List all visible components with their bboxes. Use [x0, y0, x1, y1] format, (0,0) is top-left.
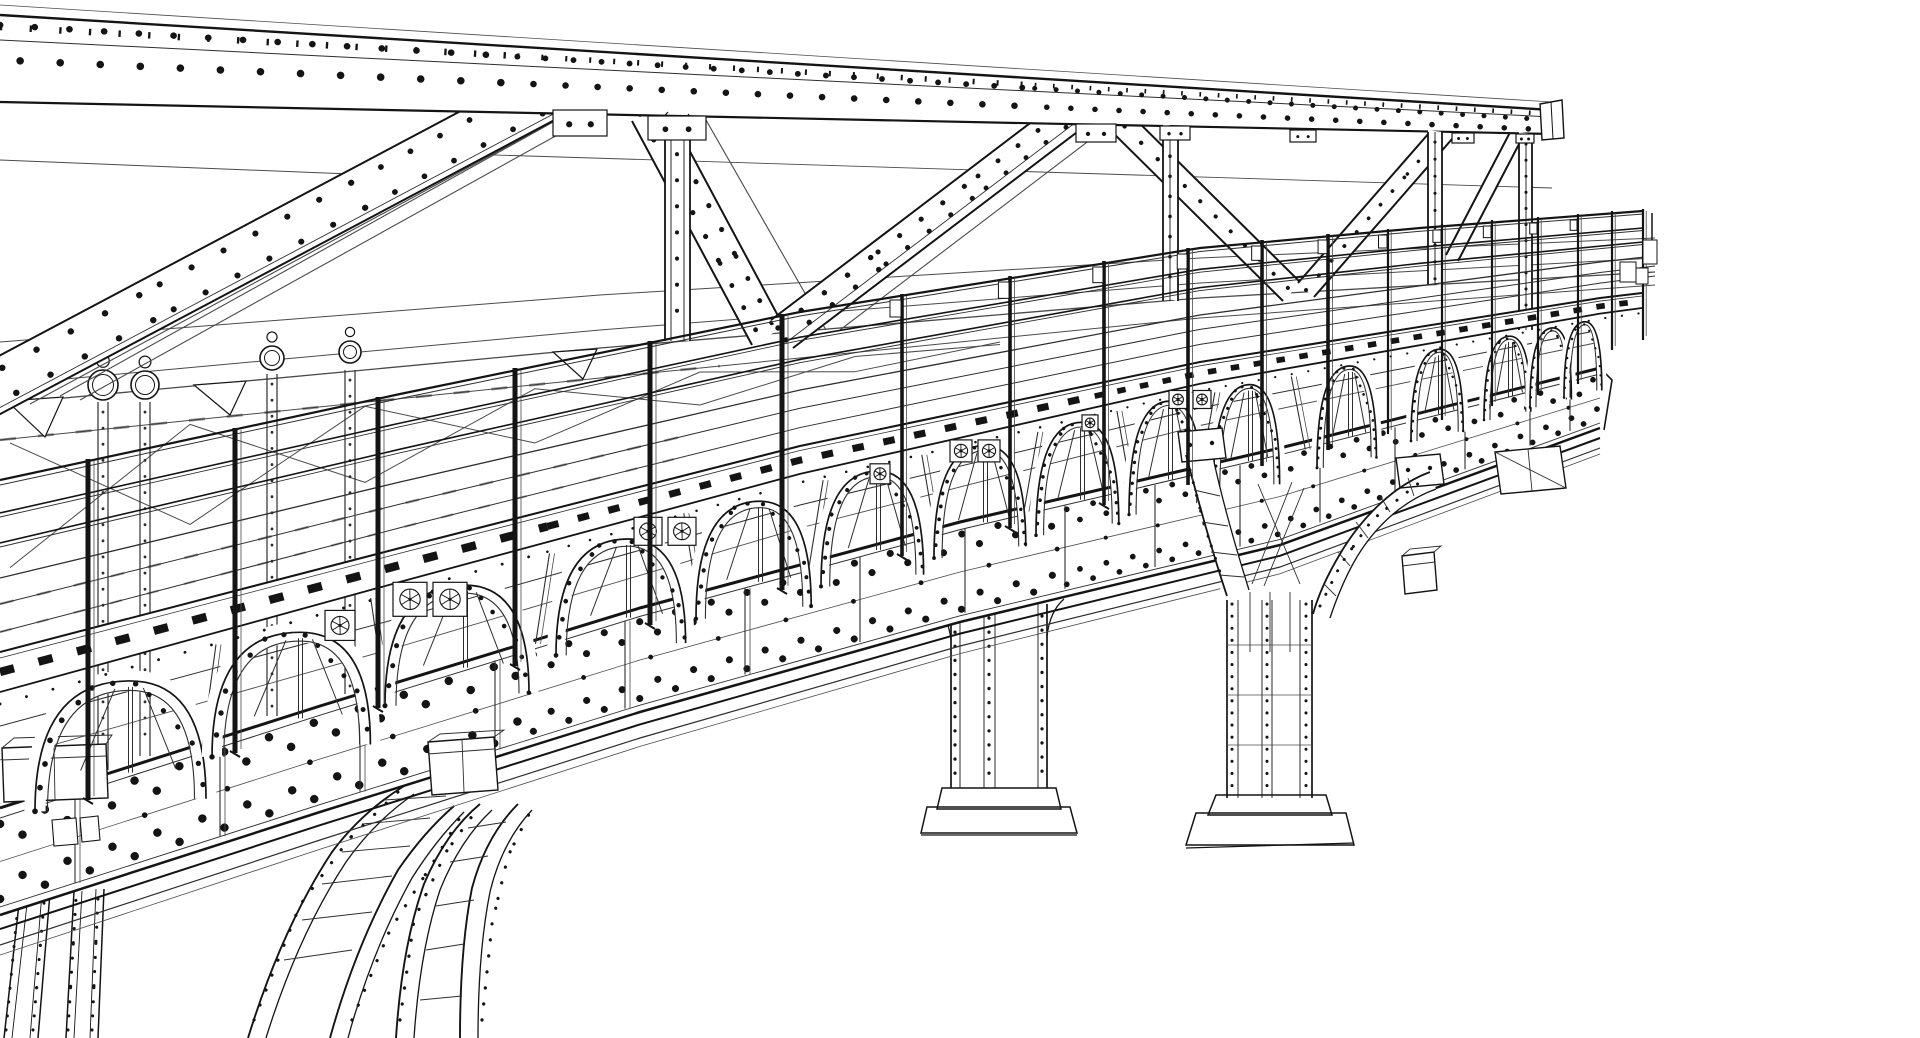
spandrel-strut [1290, 376, 1306, 450]
spandrel-strut [808, 480, 824, 567]
post-top-plate [1569, 219, 1578, 231]
portal-arch-band [330, 806, 464, 1038]
gusset-triangle [5, 396, 64, 439]
truss-diagonal [0, 70, 562, 415]
x-brace [364, 405, 536, 444]
column-ring-motif [259, 345, 285, 371]
chord-gusset [1451, 132, 1475, 144]
console-brackets [24, 317, 1607, 815]
section-cut-box [1401, 551, 1438, 595]
post-top-plate [1432, 229, 1442, 243]
main-truss [0, 4, 1565, 416]
top-chord [0, 15, 1552, 134]
post-top-plate [889, 299, 902, 318]
left-bent-column-line [97, 888, 105, 1038]
x-brace [699, 356, 856, 406]
cornice-rivet-dashes [0, 298, 1644, 706]
far-truss-member [29, 117, 561, 405]
left-bent-column-line [37, 892, 51, 1038]
post-top-plate [1176, 253, 1188, 270]
portal-arch-band [396, 804, 492, 1038]
chord-gusset [1289, 129, 1317, 143]
rosette-base-plates [324, 389, 1212, 642]
left-bent-column-line [65, 890, 75, 1038]
far-truss-member [79, 102, 616, 401]
chord-gusset [552, 109, 608, 137]
pier-near [1177, 427, 1445, 849]
girder-plate [51, 817, 79, 847]
far-truss-member [59, 95, 601, 397]
x-brace [364, 388, 536, 483]
chord-gusset [1075, 123, 1117, 143]
far-rail-line [0, 284, 1656, 441]
post-top-plate [1251, 245, 1262, 261]
post-top-plate [1529, 222, 1538, 235]
left-bent-column-line [73, 890, 83, 1038]
chord-gusset [647, 115, 707, 141]
x-brace [854, 341, 1001, 373]
post-top-plate [1092, 266, 1104, 284]
truss-vertical [1519, 132, 1532, 330]
left-bent-column-line [11, 894, 29, 1038]
truss-diagonal [1298, 109, 1466, 297]
far-truss-member [839, 113, 1125, 331]
x-brace [9, 423, 191, 568]
truss-diagonal [771, 92, 1093, 348]
truss-vertical [665, 116, 690, 341]
cornice-face [0, 293, 1642, 692]
cornice-band [0, 292, 1643, 692]
post-top-plate [997, 281, 1010, 299]
post-top-plate [1482, 225, 1492, 239]
x-brace [9, 442, 191, 525]
gusset-triangle [192, 380, 247, 416]
railing-top-rail [0, 209, 1644, 482]
railing-end-plate [1619, 261, 1637, 283]
x-brace [534, 371, 701, 444]
spandrel-strut [534, 553, 551, 644]
far-truss-members [29, 95, 1125, 405]
portal-arch-band [248, 786, 414, 1038]
post-top-plate [1317, 239, 1328, 255]
railing-end-plate [1642, 239, 1658, 265]
post-top-plate [1378, 234, 1388, 249]
portal-arch-band [460, 804, 532, 1038]
chord-gusset [1515, 133, 1535, 144]
girder-plate [79, 815, 101, 843]
left-bent-column-line [29, 892, 43, 1038]
deck-railing [0, 209, 1658, 805]
spandrel-strut [1023, 431, 1039, 512]
chord-gusset [1159, 125, 1191, 141]
railing-end-plate [1635, 267, 1649, 285]
column-ring-motif [338, 340, 362, 364]
